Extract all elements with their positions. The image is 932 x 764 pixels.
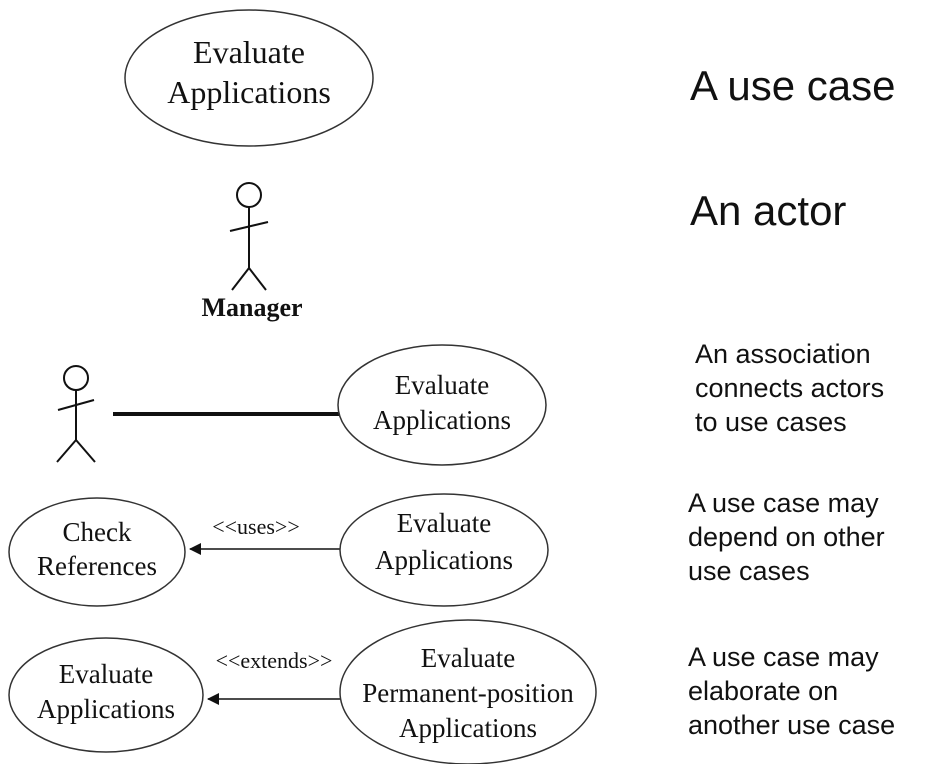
- actor-head: [236, 182, 262, 208]
- association-description-line-1: An association: [695, 339, 871, 369]
- check-references-use-case: Check References: [8, 497, 186, 607]
- association-actor: [56, 365, 96, 463]
- extends-description-line-3: another use case: [688, 710, 896, 740]
- uses-evaluate-line-1: Evaluate: [397, 508, 491, 538]
- association-use-case-line-2: Applications: [373, 405, 511, 435]
- use-case-description: A use case: [690, 62, 896, 109]
- extends-stereotype: <<extends>>: [216, 648, 333, 673]
- use-case-line-1: Evaluate: [193, 34, 305, 70]
- uses-description-line-1: A use case may: [688, 488, 879, 518]
- extends-evaluate-applications-use-case: Evaluate Applications: [8, 637, 204, 753]
- association-use-case-line-1: Evaluate: [395, 370, 489, 400]
- extends-base-line-1: Evaluate: [59, 659, 153, 689]
- actor-description: An actor: [690, 187, 847, 234]
- evaluate-permanent-position-use-case: Evaluate Permanent-position Applications: [339, 619, 597, 764]
- association-description-line-3: to use cases: [695, 407, 847, 437]
- uses-evaluate-applications-use-case: Evaluate Applications: [339, 493, 549, 607]
- use-case-line-2: Applications: [167, 74, 331, 110]
- uses-stereotype: <<uses>>: [212, 514, 300, 539]
- extends-extension-line-1: Evaluate: [421, 643, 515, 673]
- manager-actor: [229, 182, 269, 291]
- actor-arms: [229, 221, 269, 232]
- extends-description-line-2: elaborate on: [688, 676, 839, 706]
- extends-base-line-2: Applications: [37, 694, 175, 724]
- actor-right-leg: [248, 267, 267, 291]
- association-description-line-2: connects actors: [695, 373, 885, 403]
- uses-description-line-2: depend on other: [688, 522, 885, 552]
- extends-extension-line-2: Permanent-position: [362, 678, 574, 708]
- actor-arms: [57, 399, 95, 411]
- uses-evaluate-line-2: Applications: [375, 545, 513, 575]
- check-references-line-2: References: [37, 551, 157, 581]
- actor-left-leg: [231, 267, 250, 291]
- use-case-evaluate-applications: Evaluate Applications: [124, 9, 374, 147]
- check-references-line-1: Check: [63, 517, 132, 547]
- actor-head: [63, 365, 89, 391]
- extends-description: A use case may elaborate on another use …: [688, 640, 895, 742]
- actor-label: Manager: [201, 293, 302, 322]
- extends-description-line-1: A use case may: [688, 642, 879, 672]
- association-description: An association connects actors to use ca…: [695, 337, 884, 439]
- actor-left-leg: [56, 439, 77, 463]
- actor-right-leg: [75, 439, 96, 463]
- extends-extension-line-3: Applications: [399, 713, 537, 743]
- association-use-case: Evaluate Applications: [337, 344, 547, 466]
- uses-description-line-3: use cases: [688, 556, 810, 586]
- uses-description: A use case may depend on other use cases: [688, 486, 885, 588]
